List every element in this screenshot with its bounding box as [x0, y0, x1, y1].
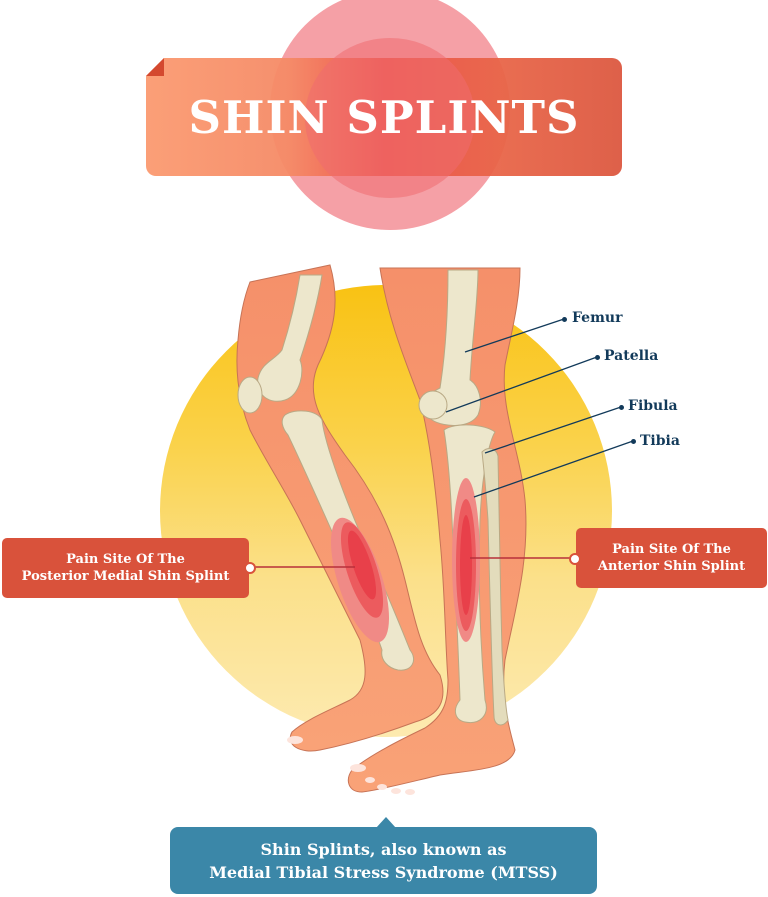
mtss-info-box: Shin Splints, also known as Medial Tibia… — [170, 827, 597, 894]
posterior-leg — [236, 264, 444, 752]
pain-leader-lines — [252, 557, 572, 568]
label-patella: Patella — [604, 348, 659, 364]
info-line1: Shin Splints, also known as — [260, 839, 507, 859]
posterior-pain-connector — [244, 562, 256, 574]
bone-leader-lines — [445, 318, 634, 498]
anterior-pain-site-box: Pain Site Of The Anterior Shin Splint — [576, 528, 767, 588]
anterior-pain-line2: Anterior Shin Splint — [597, 559, 746, 574]
info-box-pointer — [376, 817, 396, 828]
fibula-dot — [619, 405, 624, 410]
tibia-dot — [631, 439, 636, 444]
anterior-pain-connector — [569, 553, 581, 565]
label-femur: Femur — [572, 310, 623, 326]
femur-dot — [562, 317, 567, 322]
info-line2: Medial Tibial Stress Syndrome (MTSS) — [209, 862, 558, 882]
posterior-pain-line1: Pain Site Of The — [66, 552, 185, 567]
posterior-pain-line2: Posterior Medial Shin Splint — [21, 569, 230, 584]
anterior-pain-line1: Pain Site Of The — [612, 542, 731, 557]
label-fibula: Fibula — [628, 398, 678, 414]
label-tibia: Tibia — [640, 433, 680, 449]
posterior-pain-site-box: Pain Site Of The Posterior Medial Shin S… — [2, 538, 249, 598]
title-halo-inner — [305, 38, 475, 198]
page-title: SHIN SPLINTS — [188, 90, 580, 144]
banner-fold — [146, 58, 164, 76]
patella-dot — [595, 355, 600, 360]
